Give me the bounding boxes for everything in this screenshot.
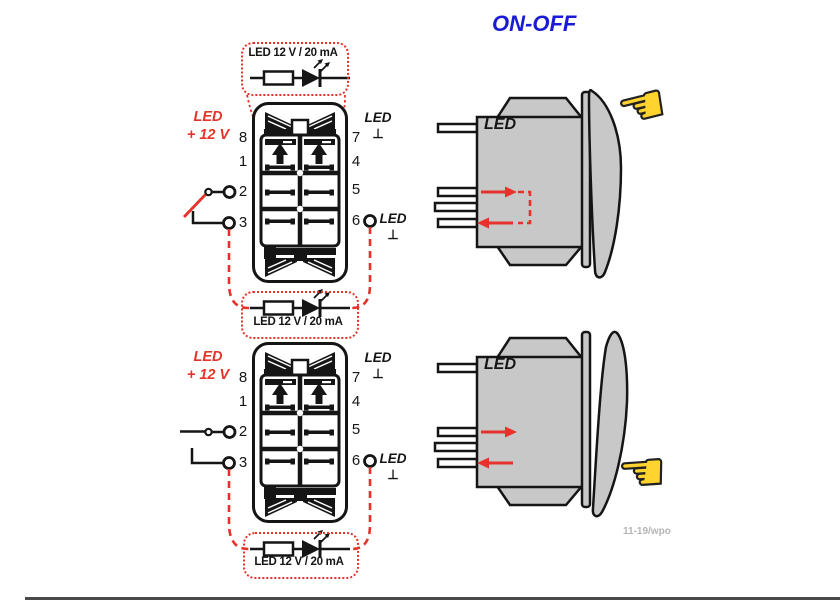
pin-label-6: 6 bbox=[351, 212, 361, 229]
led-supply-line1: LED bbox=[193, 109, 223, 125]
rocker-switch-side-on bbox=[433, 88, 623, 279]
ground-symbol: ⊥ bbox=[372, 366, 384, 381]
rocker-led-label-on: LED bbox=[484, 116, 516, 133]
pin-label-2: 2 bbox=[238, 423, 248, 440]
pin-label-6: 6 bbox=[351, 452, 361, 469]
led-supply-label-bottom: LED + 12 V bbox=[177, 348, 239, 384]
top-switch-symbol-closed bbox=[182, 187, 224, 225]
pin-label-1: 1 bbox=[238, 153, 248, 170]
rocker-led-label-off: LED bbox=[484, 356, 516, 373]
led-spec-box-bottom bbox=[243, 532, 359, 579]
connector-back-view-bottom bbox=[254, 344, 347, 522]
bottom-edge-line bbox=[25, 597, 840, 600]
page-title: ON-OFF bbox=[492, 11, 577, 36]
pin-label-3: 3 bbox=[238, 454, 248, 471]
led-supply-label-top: LED + 12 V bbox=[177, 108, 239, 144]
current-path-arrows-off bbox=[477, 426, 517, 469]
rocker-actuator-on bbox=[587, 88, 623, 279]
ground-symbol: ⊥ bbox=[387, 467, 399, 482]
led-ground-text: LED bbox=[364, 110, 392, 125]
led-ground-label-top: LED ⊥ bbox=[361, 110, 395, 142]
bottom-switch-symbol-open bbox=[180, 427, 224, 465]
pin-label-2: 2 bbox=[238, 183, 248, 200]
led-ground-text: LED bbox=[379, 451, 407, 466]
pin-label-5: 5 bbox=[351, 181, 361, 198]
watermark: 11-19/wpo bbox=[623, 526, 671, 537]
pin-label-8: 8 bbox=[238, 369, 248, 386]
led-ground-text: LED bbox=[379, 211, 407, 226]
led-ground-text: LED bbox=[364, 350, 392, 365]
pin-label-5: 5 bbox=[351, 421, 361, 438]
led-spec-box-top bbox=[241, 42, 349, 96]
pin-label-3: 3 bbox=[238, 214, 248, 231]
top-dashed-wires bbox=[227, 227, 372, 310]
led-spec-box-middle bbox=[241, 291, 359, 339]
pin-label-7: 7 bbox=[351, 129, 361, 146]
pin-label-7: 7 bbox=[351, 369, 361, 386]
led-ground-label-bottom: LED ⊥ bbox=[361, 350, 395, 382]
bottom-terminal-circles bbox=[222, 425, 377, 470]
led-supply-line2: + 12 V bbox=[186, 127, 230, 143]
led-supply-line2: + 12 V bbox=[186, 367, 230, 383]
led-spec-label-middle: LED 12 V / 20 mA bbox=[253, 316, 343, 328]
rocker-actuator-off bbox=[591, 330, 629, 518]
pin-label-1: 1 bbox=[238, 393, 248, 410]
led-spec-label-bottom: LED 12 V / 20 mA bbox=[254, 556, 344, 568]
connector-back-view-top bbox=[254, 104, 347, 282]
bottom-dashed-wires bbox=[227, 467, 372, 551]
current-path-arrows-on bbox=[477, 186, 532, 229]
rocker-switch-side-off bbox=[433, 330, 629, 518]
pin6-ground-label-top: LED ⊥ bbox=[377, 211, 409, 243]
led-spec-label-top: LED 12 V / 20 mA bbox=[248, 47, 338, 59]
ground-symbol: ⊥ bbox=[372, 126, 384, 141]
pin-label-4: 4 bbox=[351, 393, 361, 410]
top-terminal-circles bbox=[222, 185, 377, 230]
hand-press-icon: ☚ bbox=[615, 438, 670, 506]
pin6-ground-label-bottom: LED ⊥ bbox=[377, 451, 409, 483]
pin-label-8: 8 bbox=[238, 129, 248, 146]
pin-label-4: 4 bbox=[351, 153, 361, 170]
led-supply-line1: LED bbox=[193, 349, 223, 365]
ground-symbol: ⊥ bbox=[387, 227, 399, 242]
